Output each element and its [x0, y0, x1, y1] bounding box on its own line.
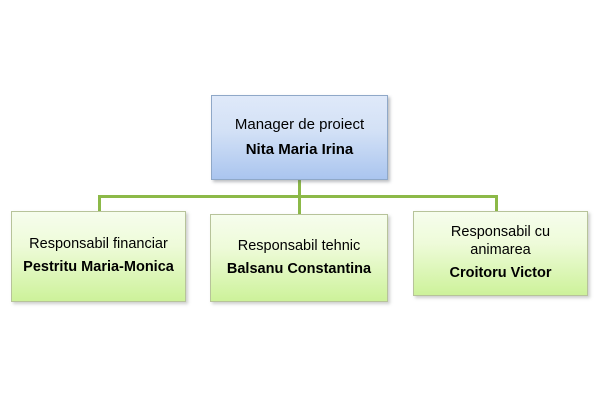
node-responsabil-cu-animarea[interactable]: Responsabil cu animarea Croitoru Victor: [413, 211, 588, 296]
node-role-label: Responsabil cu animarea: [450, 224, 551, 259]
node-role-label: Manager de proiect: [234, 116, 365, 134]
node-manager-de-proiect[interactable]: Manager de proiect Nita Maria Irina: [211, 95, 388, 180]
node-role-label: Responsabil tehnic: [237, 237, 361, 254]
connector-root-stem: [298, 180, 301, 197]
node-person-label: Croitoru Victor: [449, 264, 552, 281]
node-role-label: Responsabil financiar: [29, 236, 168, 253]
connector-drop-financial: [98, 195, 101, 212]
node-responsabil-tehnic[interactable]: Responsabil tehnic Balsanu Constantina: [210, 214, 388, 302]
node-person-label: Balsanu Constantina: [226, 260, 372, 277]
connector-drop-animation: [495, 195, 498, 212]
node-person-label: Nita Maria Irina: [245, 140, 354, 158]
node-person-label: Pestritu Maria-Monica: [23, 259, 174, 275]
connector-drop-technical: [298, 195, 301, 215]
node-responsabil-financiar[interactable]: Responsabil financiar Pestritu Maria-Mon…: [11, 211, 186, 302]
